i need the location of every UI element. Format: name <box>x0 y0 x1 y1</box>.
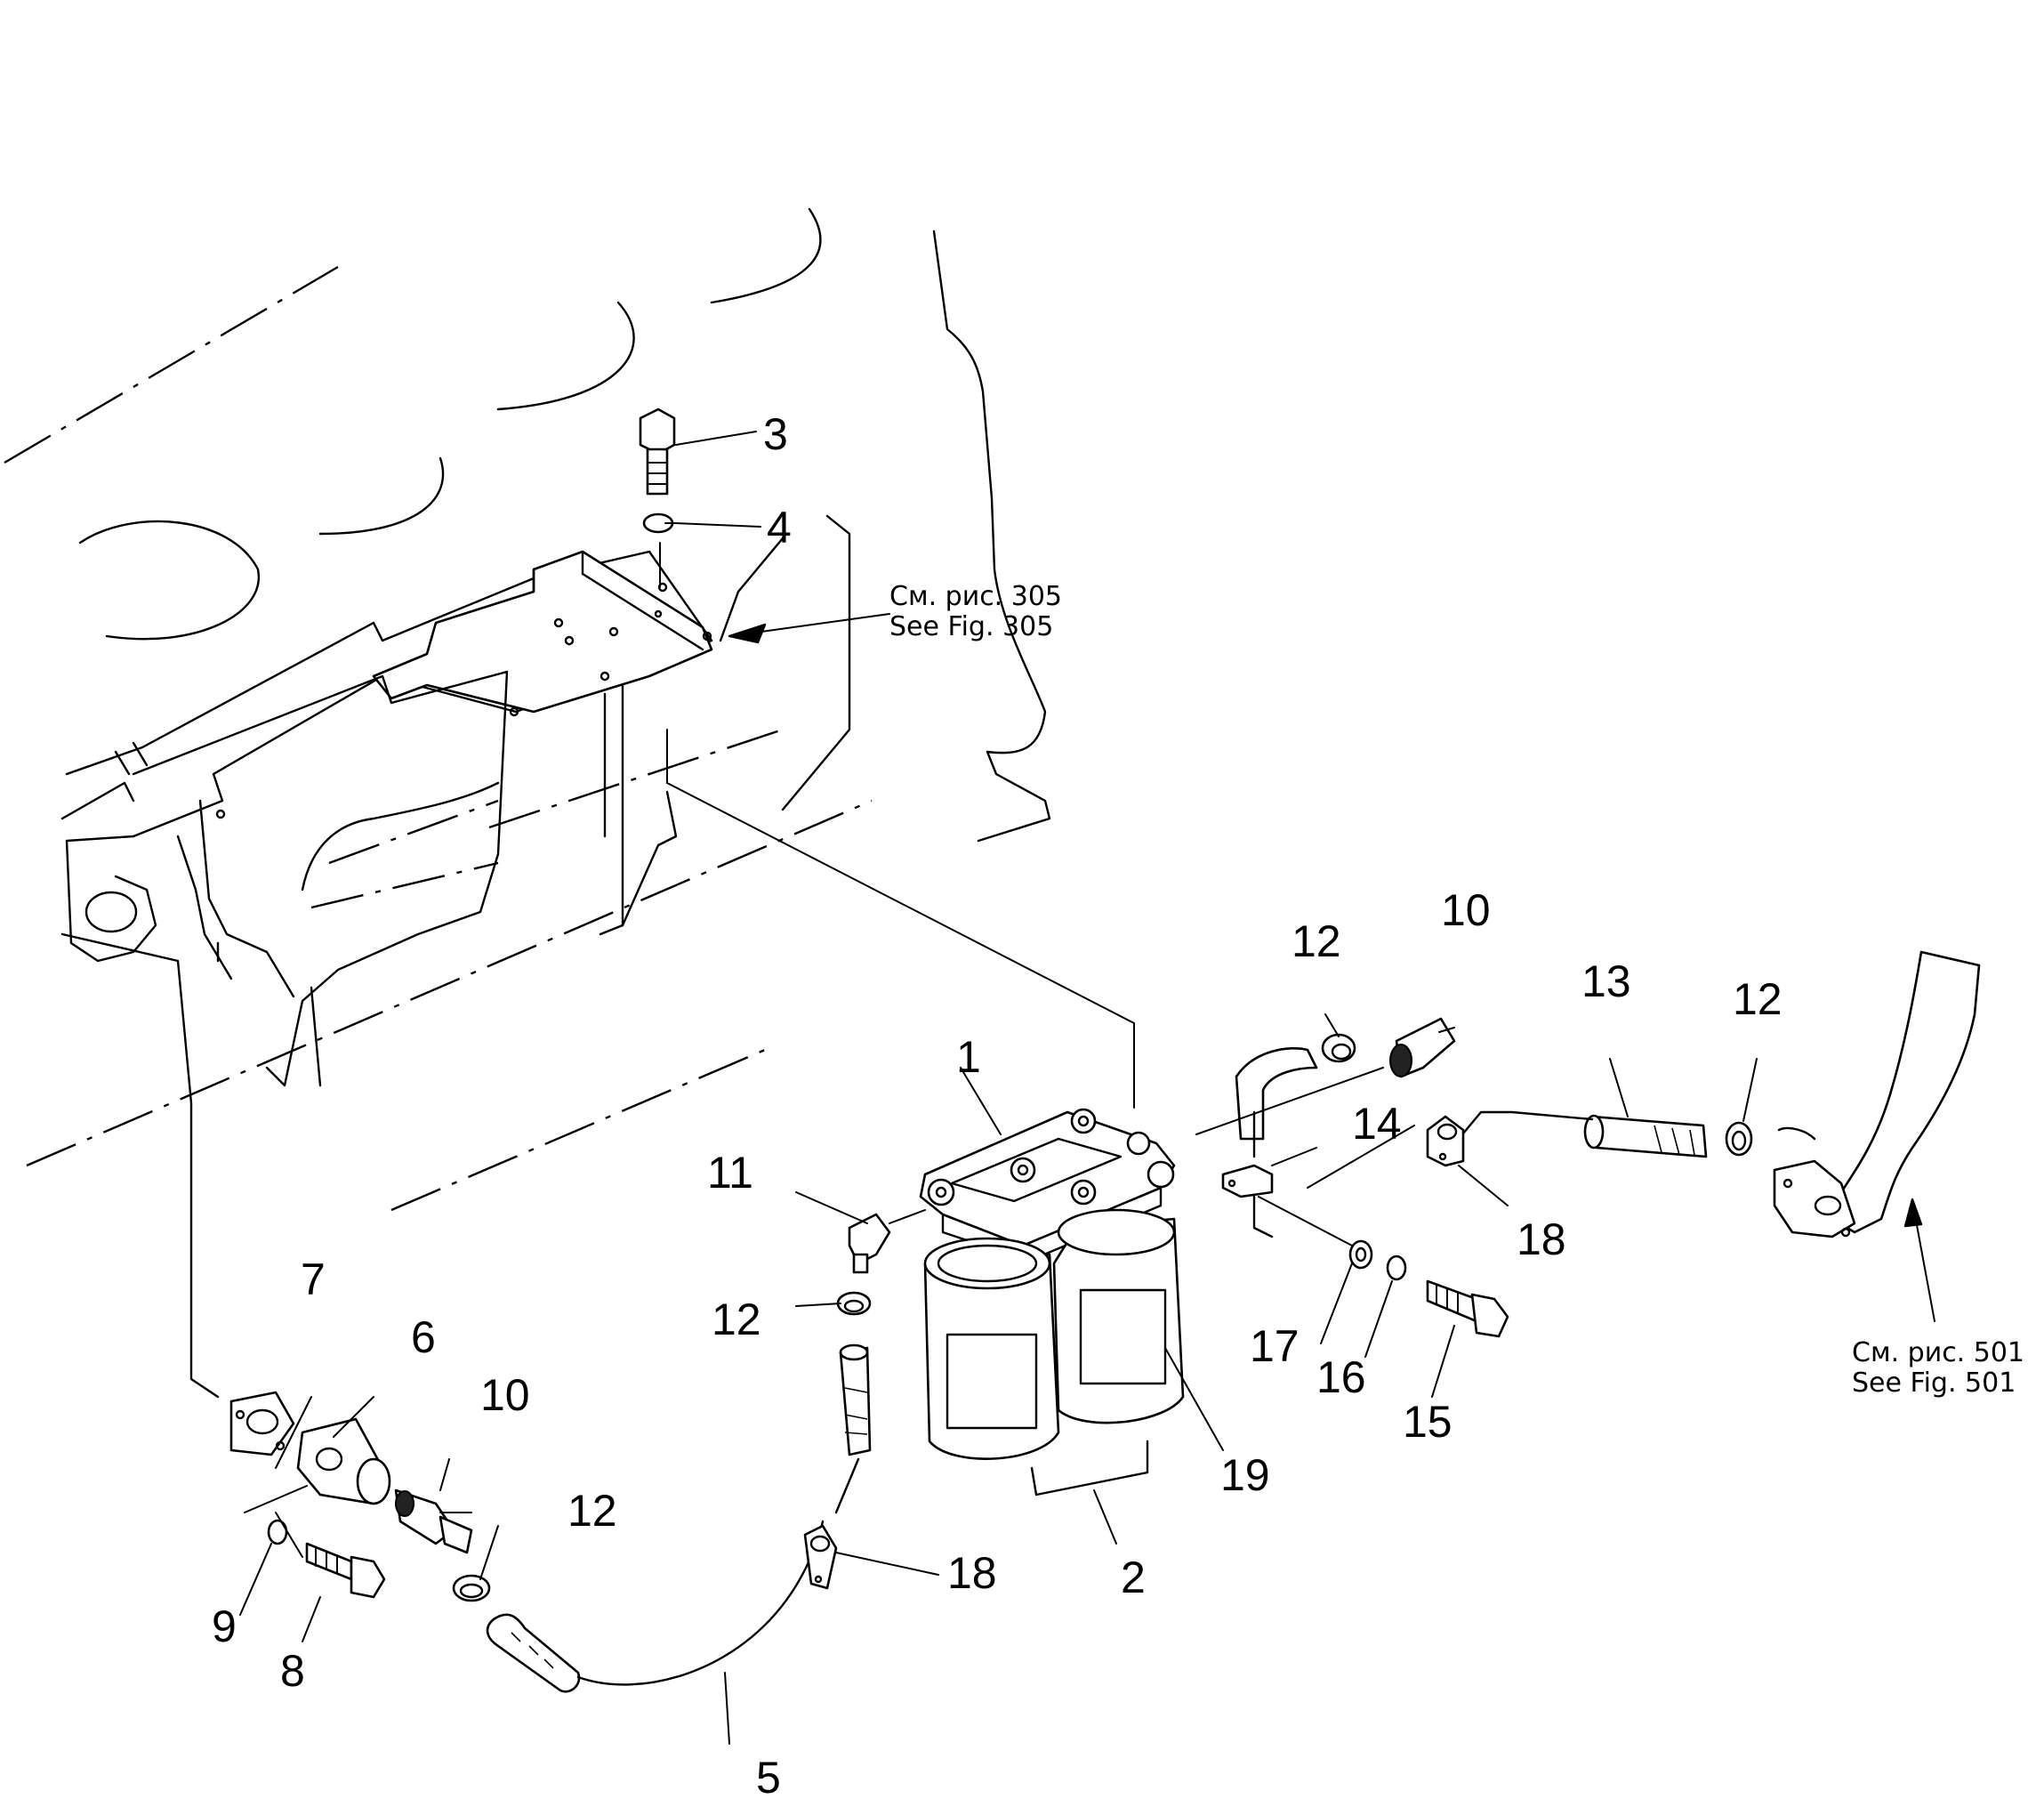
pipe-fig-501 <box>1773 950 1981 1238</box>
callout-10-top: 10 <box>1441 885 1491 935</box>
callout-15: 15 <box>1403 1397 1453 1447</box>
engine-block <box>4 207 1051 1399</box>
callout-6: 6 <box>411 1312 436 1362</box>
callout-4: 4 <box>767 503 792 553</box>
part-1-filter-head <box>919 1108 1176 1265</box>
part-17-washer <box>1348 1239 1373 1270</box>
part-10-connector-top <box>1389 1017 1456 1078</box>
callout-1: 1 <box>956 1032 981 1082</box>
part-5-hose <box>486 1343 872 1693</box>
part-2-filter-cartridges <box>923 1208 1185 1496</box>
ref-305-line2: See Fig. 305 <box>889 611 1053 642</box>
part-18-clip-upper <box>1426 1115 1465 1167</box>
callout-9: 9 <box>212 1601 237 1651</box>
leader-lines <box>239 431 1935 1745</box>
callout-10-bottom: 10 <box>480 1370 530 1420</box>
part-10-connector-bottom <box>394 1488 473 1554</box>
part-4-washer <box>642 512 677 588</box>
callout-19: 19 <box>1220 1450 1270 1500</box>
callout-5: 5 <box>756 1753 781 1799</box>
part-3-bolt <box>639 407 676 496</box>
callout-17: 17 <box>1250 1321 1300 1371</box>
part-9-washer <box>267 1519 288 1545</box>
part-6-adapter <box>296 1417 391 1505</box>
callout-18-upper: 18 <box>1517 1214 1566 1264</box>
callout-7: 7 <box>301 1254 326 1304</box>
part-15-bolt <box>1426 1279 1509 1338</box>
part-13-hose <box>1457 1110 1708 1158</box>
part-18-clip-lower <box>803 1524 838 1590</box>
part-12-clamp-left <box>836 1291 872 1316</box>
part-7-gasket <box>229 1391 295 1456</box>
part-12-clamp-right <box>1725 1121 1753 1157</box>
callout-8: 8 <box>280 1646 305 1696</box>
callout-13: 13 <box>1581 956 1631 1006</box>
callout-11: 11 <box>707 1148 753 1198</box>
part-12-clamp-lower <box>452 1574 491 1602</box>
callout-12-left: 12 <box>712 1295 761 1344</box>
callout-12-right: 12 <box>1733 974 1782 1024</box>
part-8-bolt <box>305 1542 386 1599</box>
part-16-washer <box>1386 1254 1407 1281</box>
callout-2: 2 <box>1121 1553 1146 1602</box>
callout-12-top: 12 <box>1292 916 1341 966</box>
callout-3: 3 <box>763 409 788 459</box>
callout-12-lower: 12 <box>567 1486 617 1536</box>
ref-501-line1: См. рис. 501 <box>1852 1337 2024 1368</box>
ref-305-line1: См. рис. 305 <box>889 581 1062 612</box>
callout-18-lower: 18 <box>947 1548 997 1598</box>
part-14-hose <box>1221 1047 1318 1238</box>
callout-labels: 1 2 3 4 5 6 7 8 9 10 10 11 12 12 12 12 1… <box>212 409 1782 1799</box>
part-11-elbow <box>848 1209 926 1274</box>
callout-16: 16 <box>1316 1352 1366 1402</box>
figure-references: См. рис. 305 See Fig. 305 См. рис. 501 S… <box>889 581 2024 1399</box>
callout-14: 14 <box>1352 1099 1402 1149</box>
ref-501-line2: See Fig. 501 <box>1852 1367 2016 1399</box>
part-12-clamp-top <box>1321 1033 1356 1063</box>
